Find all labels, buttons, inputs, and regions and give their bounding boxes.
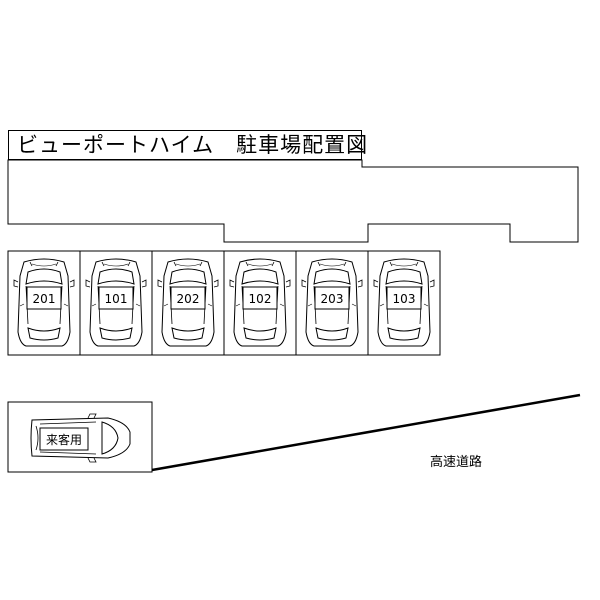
parking-row: 201 101 202 102 203 103 (7, 250, 441, 356)
parking-slot-103 (367, 250, 441, 356)
slot-label-103: 103 (393, 292, 416, 306)
road-label: 高速道路 (430, 455, 483, 470)
slot-label-101: 101 (105, 292, 128, 306)
page-title: ビューポートハイム 駐車場配置図 (8, 130, 367, 160)
slot-label-102: 102 (249, 292, 272, 306)
guest-slot (7, 401, 153, 473)
road-boundary-line (151, 393, 581, 472)
building-outline (7, 159, 579, 243)
guest-slot-label: 来客用 (46, 432, 82, 447)
slot-label-203: 203 (321, 292, 344, 306)
slot-label-201: 201 (33, 292, 56, 306)
slot-label-202: 202 (177, 292, 200, 306)
guest-parking: 来客用 (7, 401, 153, 473)
